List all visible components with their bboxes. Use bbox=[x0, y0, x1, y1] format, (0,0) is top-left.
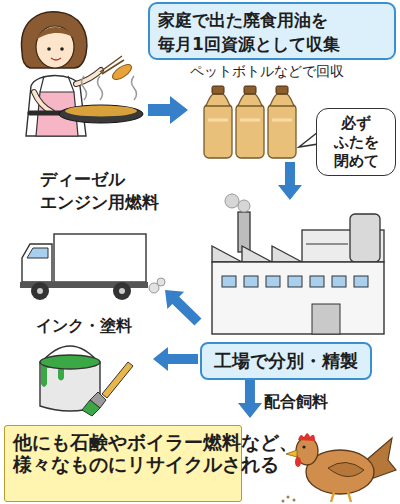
factory-building bbox=[244, 276, 258, 287]
cooking-woman bbox=[22, 12, 143, 136]
chicken bbox=[287, 496, 290, 499]
node-label: 家庭で出た廃食用油を 毎月1回資源として収集 bbox=[158, 8, 386, 56]
cooking-woman bbox=[40, 76, 74, 92]
cooking-woman bbox=[82, 76, 87, 100]
factory-building bbox=[312, 304, 340, 334]
oil-bottles bbox=[212, 86, 224, 94]
chicken bbox=[282, 500, 285, 503]
oil-bottles bbox=[206, 94, 230, 106]
cooking-woman bbox=[30, 111, 62, 116]
diesel-truck bbox=[27, 248, 48, 258]
node-label: 配合飼料 bbox=[264, 392, 328, 412]
factory-building bbox=[212, 246, 302, 262]
oil-bottles bbox=[276, 86, 288, 94]
node-label: ペットボトルなどで回収 bbox=[188, 62, 348, 80]
diesel-truck bbox=[54, 234, 146, 282]
cooking-woman bbox=[132, 76, 137, 100]
flow-arrow bbox=[165, 290, 201, 326]
chicken bbox=[328, 462, 364, 476]
factory-building bbox=[238, 200, 250, 212]
cooking-woman bbox=[36, 27, 74, 40]
chicken bbox=[286, 450, 297, 457]
factory-building bbox=[222, 276, 236, 287]
diesel-truck bbox=[22, 244, 52, 282]
diesel-truck bbox=[113, 282, 131, 300]
factory-building bbox=[225, 194, 239, 208]
node-label: インク・塗料 bbox=[36, 316, 153, 336]
oil-bottles bbox=[204, 104, 232, 158]
oil-bottles bbox=[208, 119, 292, 122]
cooking-woman bbox=[110, 62, 134, 83]
flow-arrow bbox=[238, 380, 262, 418]
factory-building bbox=[310, 276, 324, 287]
chicken bbox=[298, 433, 315, 441]
factory-building bbox=[238, 212, 250, 252]
node-label: ディーゼル エンジン用燃料 bbox=[40, 168, 165, 214]
cooking-woman bbox=[59, 105, 143, 123]
title-box: 家庭で出た廃食用油を 毎月1回資源として収集 bbox=[148, 2, 396, 60]
cooking-woman bbox=[36, 26, 74, 68]
paint-bucket bbox=[102, 362, 133, 398]
oil-bottles bbox=[238, 94, 262, 106]
diesel-truck bbox=[157, 278, 165, 286]
factory-building bbox=[350, 214, 380, 262]
flow-arrow bbox=[278, 162, 302, 200]
cooking-woman bbox=[98, 76, 103, 100]
oil-bottles bbox=[236, 104, 264, 158]
stage-node: 配合飼料 bbox=[244, 418, 398, 502]
node-label: 必ず ふたを 閉めて bbox=[319, 114, 393, 171]
diesel-truck bbox=[119, 288, 125, 294]
chicken bbox=[331, 492, 351, 502]
paint-bucket bbox=[82, 400, 100, 416]
factory-building bbox=[354, 276, 368, 287]
factory-building bbox=[306, 244, 348, 245]
cooking-woman bbox=[60, 47, 64, 51]
process-node: 工場で分別・精製 bbox=[198, 200, 394, 380]
cooking-woman bbox=[22, 12, 87, 68]
chicken bbox=[293, 499, 296, 502]
cooking-woman bbox=[51, 58, 61, 60]
cooking-woman bbox=[34, 92, 52, 112]
paint-bucket bbox=[40, 355, 100, 369]
chicken bbox=[282, 433, 397, 502]
flow-arrow bbox=[148, 96, 188, 124]
factory-building bbox=[212, 262, 384, 334]
chicken bbox=[302, 445, 305, 448]
flow-arrow bbox=[153, 347, 198, 371]
factory-building bbox=[212, 194, 384, 334]
node-label: 工場で分別・精製 bbox=[200, 342, 372, 380]
oil-bottles bbox=[270, 94, 294, 106]
oil-bottles bbox=[244, 86, 256, 94]
stage-node: ディーゼル エンジン用燃料 bbox=[15, 168, 165, 298]
stage-node: インク・塗料 bbox=[28, 316, 153, 416]
chicken bbox=[295, 457, 301, 467]
factory-building bbox=[332, 276, 346, 287]
diesel-truck bbox=[31, 282, 49, 300]
diesel-truck bbox=[37, 288, 43, 294]
factory-building bbox=[288, 276, 302, 287]
note-box: 他にも石鹸やボイラー燃料など、様々なものにリサイクルされる bbox=[4, 425, 242, 502]
node-label: 他にも石鹸やボイラー燃料など、様々なものにリサイクルされる bbox=[13, 431, 233, 475]
oil-bottles bbox=[204, 86, 296, 158]
flow-arrow bbox=[148, 96, 188, 124]
cooking-woman bbox=[47, 47, 51, 51]
factory-building bbox=[266, 276, 280, 287]
oil-bottles bbox=[268, 104, 296, 158]
paint-bucket bbox=[40, 346, 133, 416]
cooking-woman bbox=[34, 92, 52, 112]
diesel-truck bbox=[20, 234, 165, 300]
cooking-woman bbox=[65, 106, 137, 117]
callout-bubble: 必ず ふたを 閉めて bbox=[316, 108, 396, 176]
